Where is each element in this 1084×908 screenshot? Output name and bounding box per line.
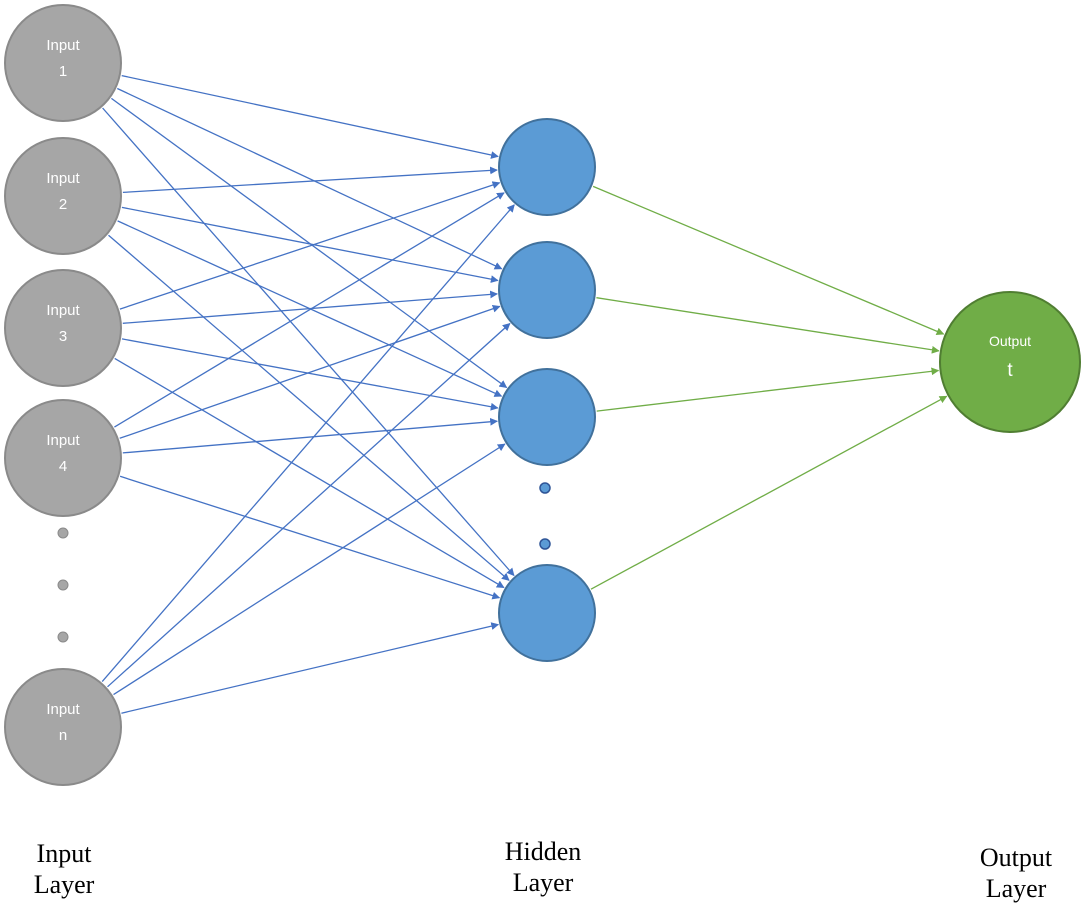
edge-input-3-hidden-2 xyxy=(122,290,498,324)
edge-input-2-hidden-1 xyxy=(122,166,498,194)
edge-input-5-hidden-1 xyxy=(101,204,515,683)
output-node: Output t xyxy=(939,291,1081,433)
output-layer-label: Output Layer xyxy=(936,842,1084,904)
edge-input-3-hidden-4 xyxy=(114,357,505,589)
edge-input-4-hidden-2 xyxy=(119,305,501,439)
edge-input-3-hidden-3 xyxy=(121,338,499,411)
hidden-node-3 xyxy=(498,368,596,466)
input-node-index: 4 xyxy=(59,458,67,475)
edge-input-4-hidden-1 xyxy=(114,192,505,428)
hidden-ellipsis-dot-1 xyxy=(539,482,551,494)
edge-input-5-hidden-4 xyxy=(121,622,500,714)
input-node-label: Input xyxy=(46,701,80,718)
output-layer-label-line1: Output xyxy=(979,843,1053,872)
input-node-label: Input xyxy=(46,432,80,449)
edge-input-1-hidden-2 xyxy=(117,87,503,270)
input-node-label: Input xyxy=(46,37,80,54)
edge-input-1-hidden-3 xyxy=(111,97,508,389)
edge-input-2-hidden-4 xyxy=(108,234,510,581)
hidden-layer-label-line1: Hidden xyxy=(504,837,582,866)
output-node-symbol: t xyxy=(1007,360,1013,381)
hidden-node-2 xyxy=(498,241,596,339)
input-node-label: Input xyxy=(46,170,80,187)
edge-input-4-hidden-4 xyxy=(119,475,501,600)
edge-input-5-hidden-2 xyxy=(107,322,511,688)
input-layer-label-line1: Input xyxy=(36,839,92,868)
edge-input-1-hidden-4 xyxy=(102,107,515,577)
ellipsis-dots xyxy=(57,482,551,643)
output-node-label: Output xyxy=(989,333,1031,349)
input-ellipsis-dot-1 xyxy=(57,527,69,539)
output-layer-label-line2: Layer xyxy=(985,874,1047,903)
input-node-5: Input n xyxy=(4,668,122,786)
input-ellipsis-dot-2 xyxy=(57,579,69,591)
input-node-index: 1 xyxy=(59,63,67,80)
input-node-3: Input 3 xyxy=(4,269,122,387)
input-layer-label: Input Layer xyxy=(0,838,144,900)
hidden-layer-label-line2: Layer xyxy=(512,868,574,897)
input-node-index: n xyxy=(59,727,67,744)
input-node-index: 2 xyxy=(59,196,67,213)
edge-hidden-3-output xyxy=(596,367,940,412)
edge-hidden-2-output xyxy=(596,297,940,354)
edge-hidden-4-output xyxy=(590,395,948,590)
hidden-node-4 xyxy=(498,564,596,662)
input-node-1: Input 1 xyxy=(4,4,122,122)
input-node-label: Input xyxy=(46,302,80,319)
input-layer-label-line2: Layer xyxy=(33,870,95,899)
edge-input-5-hidden-3 xyxy=(113,443,506,696)
input-ellipsis-dot-3 xyxy=(57,631,69,643)
input-node-2: Input 2 xyxy=(4,137,122,255)
hidden-ellipsis-dot-2 xyxy=(539,538,551,550)
edge-input-2-hidden-2 xyxy=(121,206,499,283)
input-node-index: 3 xyxy=(59,328,67,345)
edge-input-1-hidden-1 xyxy=(121,74,499,159)
hidden-layer-label: Hidden Layer xyxy=(463,836,623,898)
edge-hidden-1-output xyxy=(592,185,945,335)
connections xyxy=(101,74,948,714)
edge-input-3-hidden-1 xyxy=(119,181,501,310)
edge-input-4-hidden-3 xyxy=(122,417,498,454)
hidden-node-1 xyxy=(498,118,596,216)
input-node-4: Input 4 xyxy=(4,399,122,517)
